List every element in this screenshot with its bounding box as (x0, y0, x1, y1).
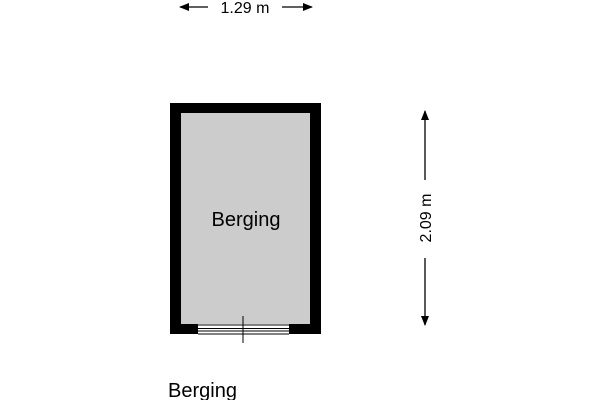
height-dimension: 2.09 m (418, 110, 435, 326)
width-dimension: 1.29 m (179, 0, 313, 17)
height-dimension-label: 2.09 m (418, 194, 435, 243)
door-opening (198, 316, 289, 343)
width-dimension-label: 1.29 m (221, 0, 270, 17)
room-label: Berging (212, 209, 281, 231)
room-floor (181, 113, 310, 324)
floor-title: Berging (168, 380, 237, 400)
